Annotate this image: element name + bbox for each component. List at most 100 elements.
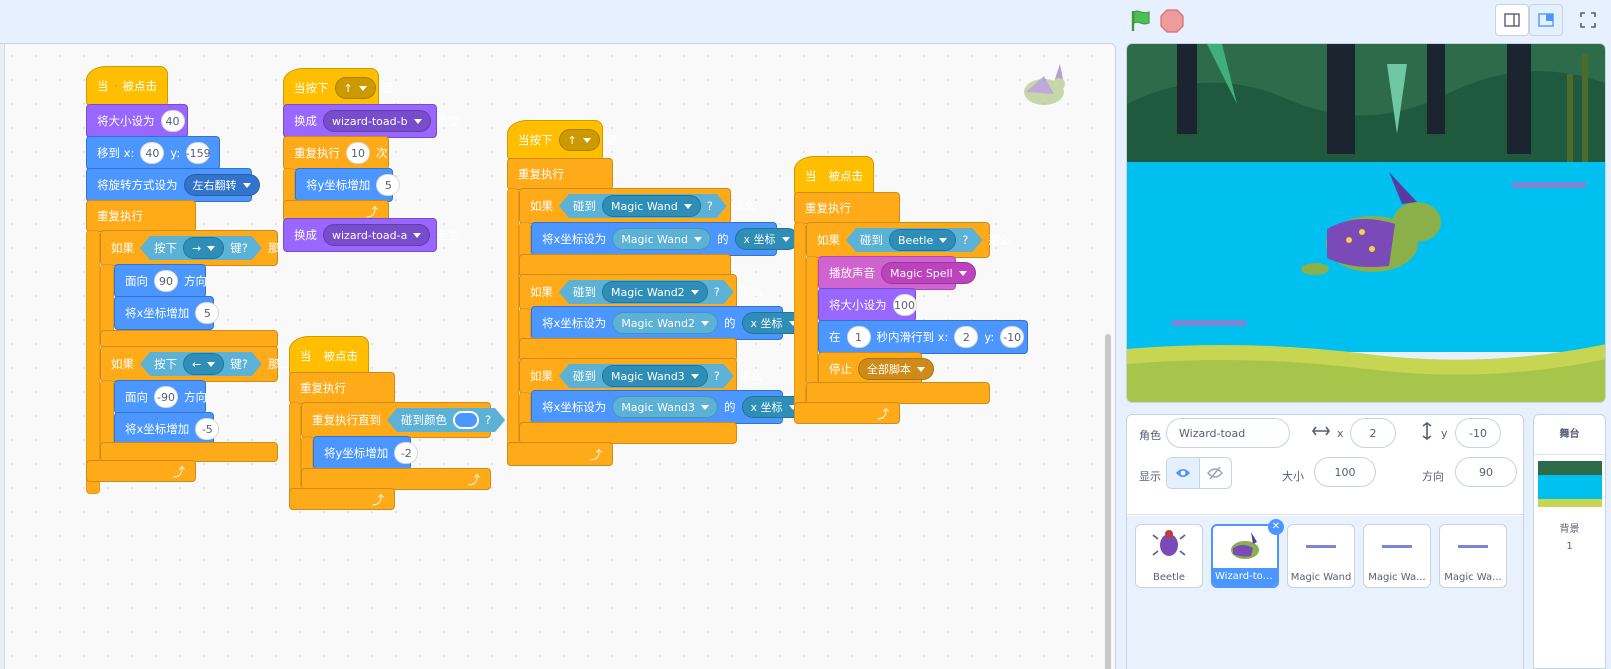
delete-sprite-icon[interactable]: ✕ [1268,519,1284,535]
touching-reporter[interactable]: 碰到 Beetle ? [846,228,982,252]
sound-dropdown[interactable]: Magic Spell [881,262,976,284]
when-key-pressed-hat[interactable]: 当按下 ↑ 键 [507,120,617,160]
size-input[interactable]: 100 [1314,457,1376,487]
play-sound-block[interactable]: 播放声音 Magic Spell [818,256,976,290]
when-flag-clicked-hat[interactable]: 当 被点击 [289,336,369,376]
direction-input[interactable]: 90 [154,270,178,292]
of-property-dropdown[interactable]: x 坐标 [741,396,806,418]
sprite-tile-wizard-toad[interactable]: ✕ Wizard-toad [1211,519,1284,588]
direction-input[interactable]: 90 [1455,457,1517,487]
stop-icon[interactable] [1160,9,1184,33]
repeat-until-block[interactable]: 重复执行直到 碰到颜色 ? [301,402,491,438]
of-object-dropdown[interactable]: Magic Wand2 [612,312,718,334]
change-x-block[interactable]: 将x坐标增加 -5 [114,412,220,446]
workspace-scrollbar[interactable] [1105,334,1111,669]
point-direction-block[interactable]: 面向 90 方向 [114,264,207,298]
backdrop-thumbnail[interactable] [1537,461,1602,507]
dx-input[interactable]: -5 [195,418,220,440]
goto-xy-block[interactable]: 移到 x: 40 y: -159 [86,136,220,170]
key-dropdown[interactable]: ↑ [334,77,376,99]
sprite-name-input[interactable]: Wizard-toad [1166,418,1290,448]
key-dropdown[interactable]: ← [183,353,224,375]
forever-block[interactable]: 重复执行 [289,372,395,404]
point-direction-block[interactable]: 面向 -90 方向 [114,380,207,414]
costume-dropdown[interactable]: wizard-toad-b [323,110,431,132]
y-position-input[interactable]: -10 [1455,418,1501,448]
repeat-block[interactable]: 重复执行 10 次 [283,136,389,170]
set-x-block[interactable]: 将x坐标设为 Magic Wand3 的 x 坐标 [531,390,806,424]
stop-option-dropdown[interactable]: 全部脚本 [858,358,934,380]
touch-target-dropdown[interactable]: Magic Wand2 [602,281,708,303]
dy-input[interactable]: -2 [394,442,419,464]
set-x-block[interactable]: 将x坐标设为 Magic Wand2 的 x 坐标 [531,306,806,340]
x-position-input[interactable]: 2 [1350,418,1396,448]
touching-reporter[interactable]: 碰到 Magic Wand2 ? [559,280,734,304]
costume-dropdown[interactable]: wizard-toad-a [323,224,431,246]
code-workspace[interactable]: 当 被点击 将大小设为 40 移到 x: 40 y: -159 将旋转方式设为 … [0,43,1116,669]
touch-target-dropdown[interactable]: Beetle [889,229,956,251]
of-object-dropdown[interactable]: Magic Wand [612,228,711,250]
if-touching-block[interactable]: 如果 碰到 Magic Wand2 ? 那么 [519,274,763,310]
direction-input[interactable]: -90 [154,386,178,408]
if-touching-block[interactable]: 如果 碰到 Magic Wand ? 那么 [519,188,756,224]
if-touching-block[interactable]: 如果 碰到 Beetle ? 那么 [806,222,1011,258]
touch-target-dropdown[interactable]: Magic Wand3 [602,365,708,387]
change-x-block[interactable]: 将x坐标增加 5 [114,296,220,330]
x-input[interactable]: 40 [140,142,165,164]
key-dropdown[interactable]: → [183,237,224,259]
y-input[interactable]: -159 [186,142,211,164]
stage-canvas[interactable] [1126,43,1606,403]
touching-color-reporter[interactable]: 碰到颜色 ? [387,408,505,432]
size-input[interactable]: 100 [892,294,917,316]
block-label: 秒内滑行到 x: [876,330,949,344]
dy-input[interactable]: 5 [376,174,401,196]
sprite-tile-magic-wand3[interactable]: Magic Wa... [1439,524,1507,588]
change-y-block[interactable]: 将y坐标增加 -2 [313,436,419,470]
when-key-pressed-hat[interactable]: 当按下 ↑ 键 [283,68,393,108]
stop-block[interactable]: 停止 全部脚本 [818,352,934,386]
touching-reporter[interactable]: 碰到 Magic Wand ? [559,194,727,218]
if-touching-block[interactable]: 如果 碰到 Magic Wand3 ? 那么 [519,358,763,394]
sprite-tile-beetle[interactable]: Beetle [1135,524,1203,588]
seconds-input[interactable]: 1 [846,326,871,348]
repeat-count-input[interactable]: 10 [346,142,370,164]
y-input[interactable]: -10 [1000,326,1025,348]
x-input[interactable]: 2 [954,326,979,348]
normal-stage-button[interactable] [1529,4,1563,36]
stage-selector[interactable]: 舞台 背景 1 [1533,414,1606,669]
set-size-block[interactable]: 将大小设为 40 [86,104,188,138]
set-x-block[interactable]: 将x坐标设为 Magic Wand 的 x 坐标 [531,222,799,256]
when-flag-clicked-hat[interactable]: 当 被点击 [86,66,168,106]
forever-block[interactable]: 重复执行 [86,200,196,232]
set-rotation-style-block[interactable]: 将旋转方式设为 左右翻转 [86,168,260,202]
forever-block[interactable]: 重复执行 [507,158,613,190]
small-stage-button[interactable] [1495,4,1529,36]
touch-target-dropdown[interactable]: Magic Wand [602,195,701,217]
forever-block[interactable]: 重复执行 [794,192,900,224]
hide-button[interactable] [1200,458,1232,488]
fullscreen-button[interactable] [1571,4,1605,36]
change-y-block[interactable]: 将y坐标增加 5 [295,168,401,202]
rotation-style-dropdown[interactable]: 左右翻转 [183,174,260,196]
key-pressed-reporter[interactable]: 按下 → 键? [140,236,262,260]
set-size-block[interactable]: 将大小设为 100 [818,288,917,322]
switch-costume-block[interactable]: 换成 wizard-toad-a 造型 [283,218,459,252]
color-swatch[interactable] [453,411,479,429]
dx-input[interactable]: 5 [195,302,220,324]
switch-costume-block[interactable]: 换成 wizard-toad-b 造型 [283,104,460,138]
if-key-block-2[interactable]: 如果 按下 ← 键? 那么 [100,346,291,382]
show-button[interactable] [1167,458,1200,488]
sprite-tile-magic-wand2[interactable]: Magic Wa... [1363,524,1431,588]
of-object-dropdown[interactable]: Magic Wand3 [612,396,718,418]
glide-block[interactable]: 在 1 秒内滑行到 x: 2 y: -10 [818,320,1028,354]
of-property-dropdown[interactable]: x 坐标 [734,228,799,250]
touching-reporter[interactable]: 碰到 Magic Wand3 ? [559,364,734,388]
green-flag-icon[interactable] [1128,9,1152,33]
when-flag-clicked-hat[interactable]: 当 被点击 [794,156,874,196]
key-dropdown[interactable]: ↑ [558,129,600,151]
key-pressed-reporter[interactable]: 按下 ← 键? [140,352,262,376]
sprite-tile-magic-wand[interactable]: Magic Wand [1287,524,1355,588]
of-property-dropdown[interactable]: x 坐标 [741,312,806,334]
if-key-block[interactable]: 如果 按下 → 键? 那么 [100,230,291,266]
size-input[interactable]: 40 [160,110,185,132]
